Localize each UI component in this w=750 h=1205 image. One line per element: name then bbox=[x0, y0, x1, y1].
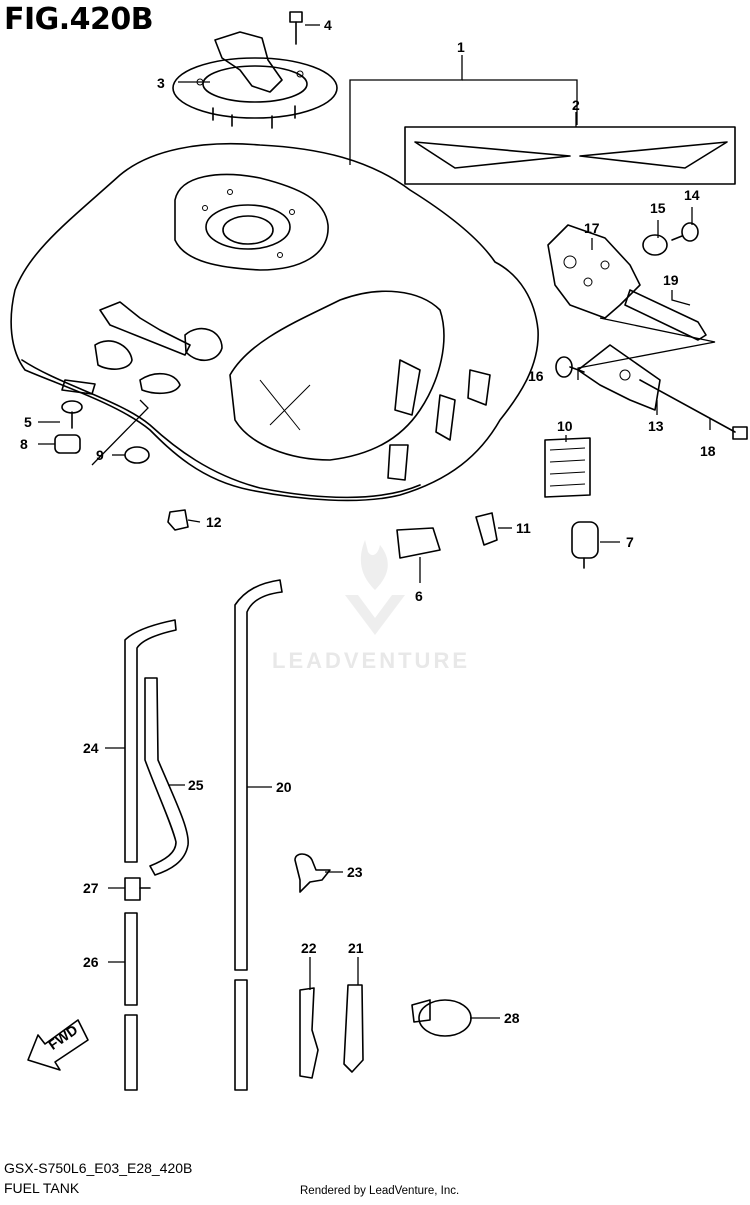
callout-2: 2 bbox=[572, 97, 580, 113]
callout-19: 19 bbox=[663, 272, 679, 288]
hose-24[interactable] bbox=[124, 619, 177, 863]
cushion-9[interactable] bbox=[124, 446, 150, 464]
callout-22: 22 bbox=[301, 940, 317, 956]
callout-11: 11 bbox=[516, 520, 531, 536]
rubber-15[interactable] bbox=[642, 234, 668, 256]
bolt-18[interactable] bbox=[639, 379, 748, 440]
callout-15: 15 bbox=[650, 200, 666, 216]
screw-14[interactable] bbox=[671, 222, 699, 242]
joint-27[interactable] bbox=[124, 877, 151, 901]
clamp-21[interactable] bbox=[343, 984, 364, 1073]
callout-26: 26 bbox=[83, 954, 99, 970]
hose-26[interactable] bbox=[124, 912, 138, 1091]
callout-25: 25 bbox=[188, 777, 204, 793]
fuel-tank[interactable] bbox=[10, 142, 539, 502]
hose-25[interactable] bbox=[144, 677, 189, 876]
callout-23: 23 bbox=[347, 864, 363, 880]
pipe-19[interactable] bbox=[624, 289, 707, 341]
callout-20: 20 bbox=[276, 779, 292, 795]
callout-21: 21 bbox=[348, 940, 364, 956]
callout-numbers: 1 2 3 4 5 6 7 8 9 10 11 12 13 14 15 16 1… bbox=[20, 17, 716, 1026]
callout-12: 12 bbox=[206, 514, 222, 530]
hinge-bracket-17[interactable] bbox=[547, 224, 641, 319]
clamp-28[interactable] bbox=[411, 999, 472, 1037]
callout-18: 18 bbox=[700, 443, 716, 459]
leader-lines bbox=[38, 24, 716, 1019]
damper-11[interactable] bbox=[475, 512, 498, 546]
figure-name: FUEL TANK bbox=[4, 1180, 80, 1196]
hose-20[interactable] bbox=[234, 579, 283, 1091]
clamp-23[interactable] bbox=[294, 853, 331, 893]
cushion-12[interactable] bbox=[167, 509, 189, 531]
callout-7: 7 bbox=[626, 534, 634, 550]
bolt-4[interactable] bbox=[289, 11, 303, 45]
watermark-text: LEADVENTURE bbox=[272, 648, 471, 673]
callout-5: 5 bbox=[24, 414, 32, 430]
bolt-16[interactable] bbox=[555, 356, 585, 378]
decal-2[interactable] bbox=[404, 126, 736, 185]
watermark-logo bbox=[345, 540, 405, 635]
callout-16: 16 bbox=[528, 368, 544, 384]
clamp-22[interactable] bbox=[299, 987, 319, 1079]
callout-3: 3 bbox=[157, 75, 165, 91]
cushion-8[interactable] bbox=[54, 434, 81, 454]
cap-7[interactable] bbox=[571, 521, 599, 569]
render-credit: Rendered by LeadVenture, Inc. bbox=[300, 1185, 460, 1197]
fwd-arrow-icon: FWD bbox=[27, 1019, 89, 1071]
callout-17: 17 bbox=[584, 220, 600, 236]
pad-10[interactable] bbox=[544, 437, 591, 498]
callout-1: 1 bbox=[457, 39, 465, 55]
callout-28: 28 bbox=[504, 1010, 520, 1026]
callout-4: 4 bbox=[324, 17, 332, 33]
fuel-cap[interactable] bbox=[172, 31, 338, 129]
model-code: GSX-S750L6_E03_E28_420B bbox=[4, 1160, 193, 1176]
callout-9: 9 bbox=[96, 447, 104, 463]
callout-14: 14 bbox=[684, 187, 700, 203]
callout-6: 6 bbox=[415, 588, 423, 604]
bracket-13[interactable] bbox=[577, 344, 661, 411]
callout-13: 13 bbox=[648, 418, 664, 434]
callout-8: 8 bbox=[20, 436, 28, 452]
callout-27: 27 bbox=[83, 880, 99, 896]
figure-title: FIG.420B bbox=[4, 2, 154, 37]
bolt-5[interactable] bbox=[61, 400, 83, 429]
cushion-6[interactable] bbox=[396, 527, 441, 559]
callout-10: 10 bbox=[557, 418, 573, 434]
callout-24: 24 bbox=[83, 740, 99, 756]
